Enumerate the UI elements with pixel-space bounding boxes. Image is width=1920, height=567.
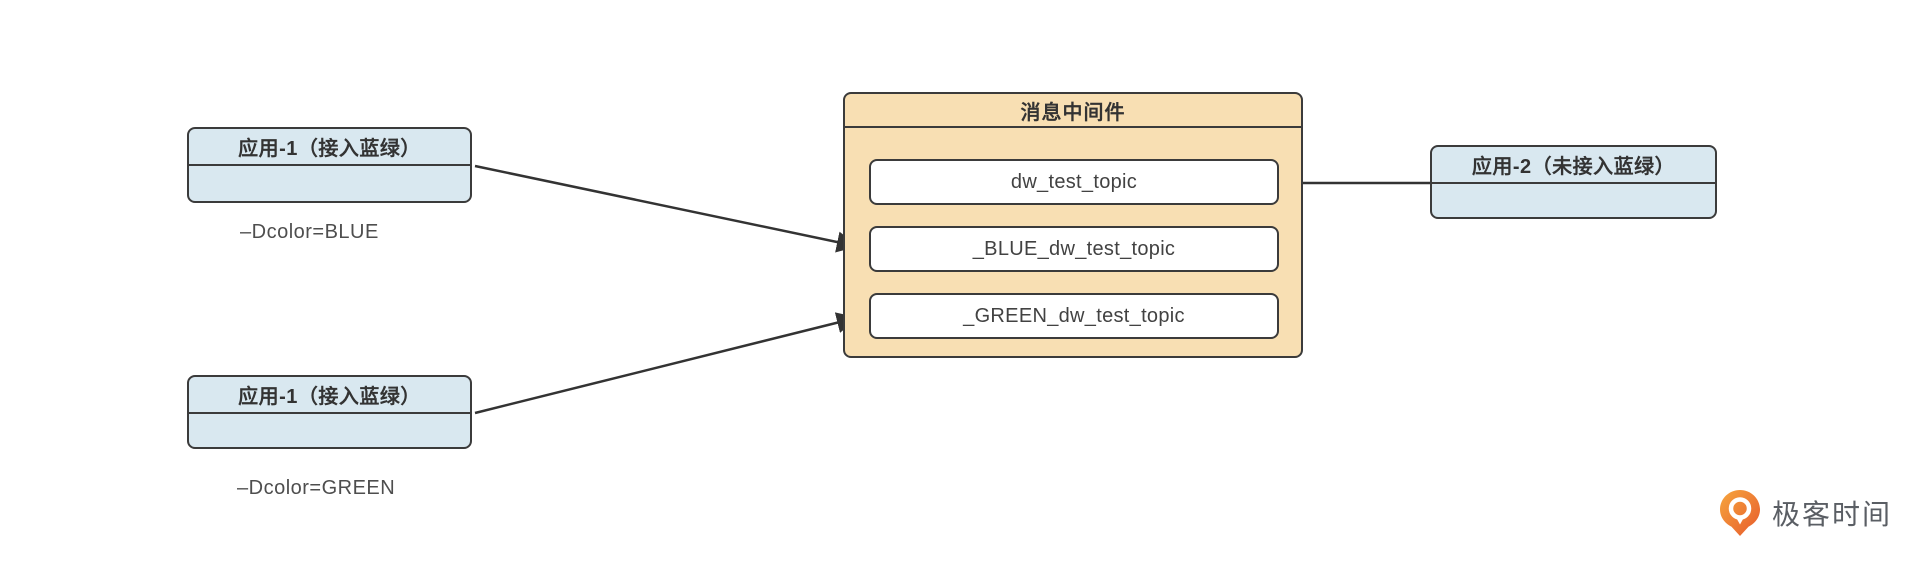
geektime-logo-icon xyxy=(1720,490,1760,536)
arrow-app1-green-to-green-topic xyxy=(474,312,859,415)
node-app1-green: 应用-1（接入蓝绿） xyxy=(187,375,472,449)
node-app1-blue: 应用-1（接入蓝绿） xyxy=(187,127,472,203)
node-app1-blue-title: 应用-1（接入蓝绿） xyxy=(189,129,470,166)
topic-dw-test-topic: dw_test_topic xyxy=(869,159,1279,205)
topic-green-dw-test-topic: _GREEN_dw_test_topic xyxy=(869,293,1279,339)
node-app1-green-title: 应用-1（接入蓝绿） xyxy=(189,377,470,414)
geektime-logo: 极客时间 xyxy=(1720,490,1892,536)
arrow-app1-blue-to-blue-topic xyxy=(474,164,859,253)
geektime-logo-text: 极客时间 xyxy=(1772,499,1893,530)
node-middleware: 消息中间件 dw_test_topic _BLUE_dw_test_topic … xyxy=(843,92,1303,358)
param-label-blue: –Dcolor=BLUE xyxy=(240,221,379,243)
param-label-green: –Dcolor=GREEN xyxy=(237,477,396,499)
node-app2: 应用-2（未接入蓝绿） xyxy=(1430,145,1717,219)
node-middleware-title: 消息中间件 xyxy=(845,94,1301,128)
node-app2-title: 应用-2（未接入蓝绿） xyxy=(1432,147,1715,184)
topic-blue-dw-test-topic: _BLUE_dw_test_topic xyxy=(869,226,1279,272)
